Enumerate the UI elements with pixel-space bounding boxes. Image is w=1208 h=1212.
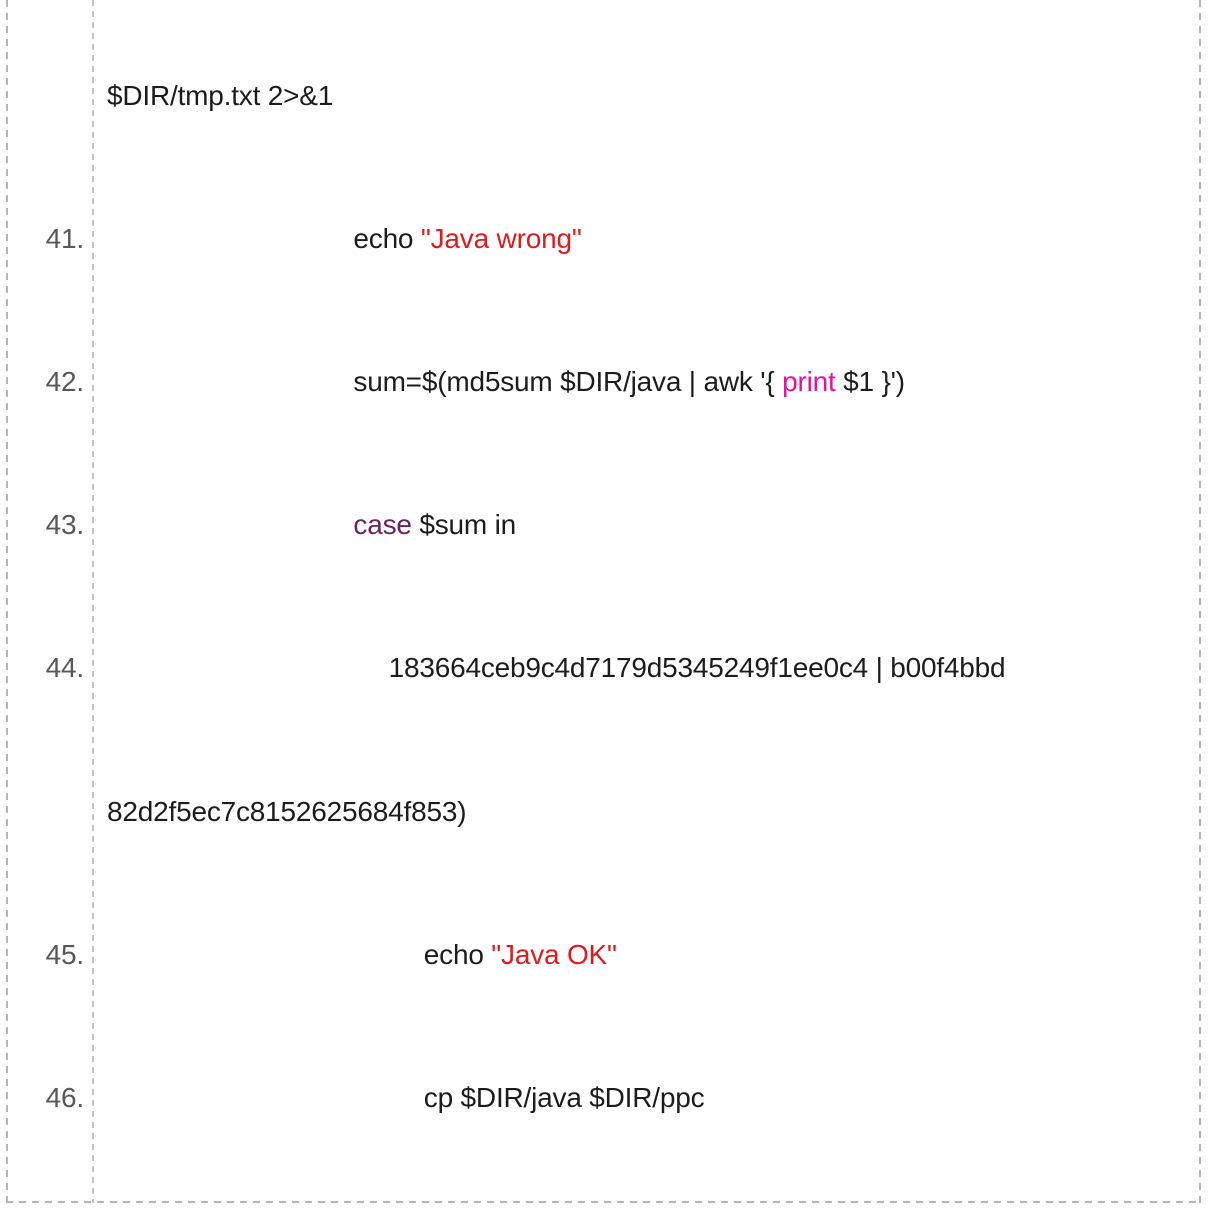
code-line-text: cp $DIR/java $DIR/ppc: [84, 1080, 1199, 1116]
code-row: 82d2f5ec7c8152625684f853): [8, 794, 1199, 830]
line-number-separator: [92, 0, 94, 1203]
code-row: 44. 183664ceb9c4d7179d5345249f1ee0c4 | b…: [8, 650, 1199, 686]
page-border-bottom: [6, 1201, 1201, 1203]
line-number: 41.: [45, 222, 85, 254]
code-listing: $DIR/tmp.txt 2>&1 41. echo "Java wrong" …: [8, 6, 1199, 1212]
code-line-text: case $sum in: [84, 507, 1199, 543]
code-token: case: [353, 509, 412, 541]
code-line-text: echo "Java wrong": [84, 221, 1199, 257]
code-token: 82d2f5ec7c8152625684f853): [107, 795, 467, 827]
code-token: sum=$(md5sum $DIR/java | awk '{: [353, 365, 783, 397]
code-line-text: sum=$(md5sum $DIR/java | awk '{ print $1…: [84, 364, 1199, 400]
line-number: 42.: [45, 365, 85, 397]
code-token: $sum in: [411, 509, 516, 541]
code-token: 183664ceb9c4d7179d5345249f1ee0c4 | b00f4…: [388, 652, 1006, 684]
code-row: 46. cp $DIR/java $DIR/ppc: [8, 1080, 1199, 1116]
line-number: 45.: [45, 938, 85, 970]
code-line-text: 82d2f5ec7c8152625684f853): [84, 794, 1199, 830]
page-border-left: [6, 0, 8, 1203]
code-token: $1 }'): [835, 365, 905, 397]
code-row: $DIR/tmp.txt 2>&1: [8, 78, 1199, 114]
code-token: "Java OK": [491, 938, 617, 970]
line-number: 44.: [45, 652, 85, 684]
code-token: echo: [353, 222, 421, 254]
page-border-right: [1199, 0, 1201, 1203]
code-line-text: 183664ceb9c4d7179d5345249f1ee0c4 | b00f4…: [84, 650, 1199, 686]
code-line-text: echo "Java OK": [84, 937, 1199, 973]
code-row: 45. echo "Java OK": [8, 937, 1199, 973]
code-token: $DIR/tmp.txt 2>&1: [107, 79, 334, 111]
line-number: 46.: [45, 1081, 85, 1113]
code-token: cp $DIR/java $DIR/ppc: [423, 1081, 705, 1113]
code-row: 43. case $sum in: [8, 507, 1199, 543]
line-number: 43.: [45, 509, 85, 541]
code-token: echo: [423, 938, 492, 970]
code-line-text: $DIR/tmp.txt 2>&1: [84, 78, 1199, 114]
code-token: "Java wrong": [420, 222, 582, 254]
code-token: print: [782, 365, 836, 397]
code-row: 41. echo "Java wrong": [8, 221, 1199, 257]
code-row: 42. sum=$(md5sum $DIR/java | awk '{ prin…: [8, 364, 1199, 400]
